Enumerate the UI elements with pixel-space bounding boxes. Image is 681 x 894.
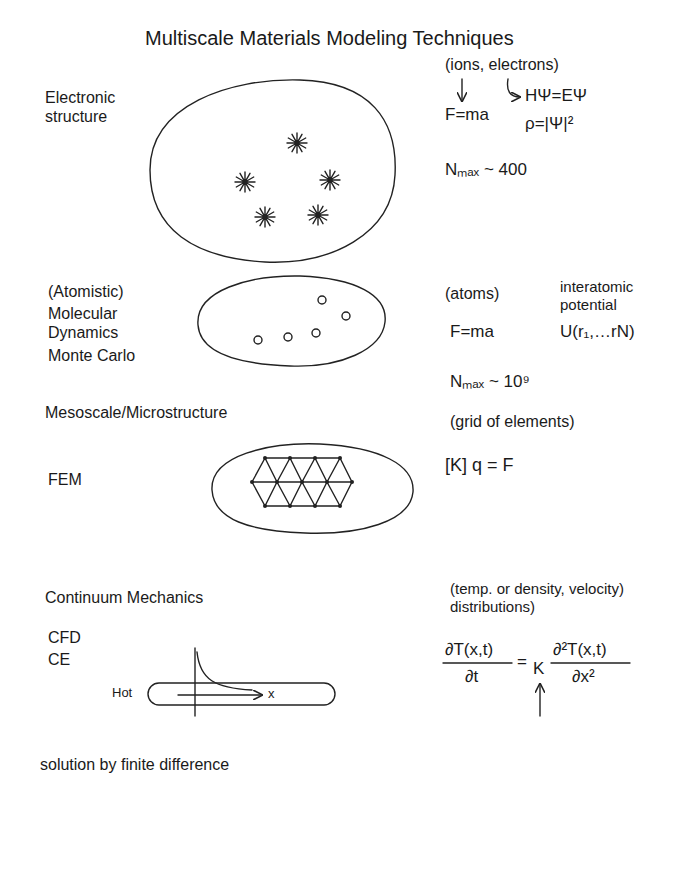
atom-circle — [318, 296, 326, 304]
formula: HΨ=EΨ — [525, 86, 587, 106]
note: (atoms) — [445, 284, 499, 303]
formula: F=ma — [450, 322, 494, 342]
rod-label: Hot — [112, 685, 132, 701]
note: interatomic potential — [560, 278, 660, 314]
atom-star — [308, 205, 328, 225]
formula: Nₘₐₓ ~ 400 — [445, 160, 527, 180]
atom-circle — [342, 312, 350, 320]
note: (grid of elements) — [450, 412, 575, 431]
formula: = — [517, 652, 527, 672]
formula: Nₘₐₓ ~ 10⁹ — [450, 372, 530, 392]
fem-mesh — [252, 458, 352, 506]
atom-circle — [312, 329, 320, 337]
formula: U(r₁,…rN) — [560, 322, 635, 342]
note: (temp. or density, velocity) distributio… — [450, 580, 660, 616]
material-blob — [198, 276, 385, 366]
section-label: (Atomistic) — [48, 282, 124, 301]
diagram-title: Multiscale Materials Modeling Techniques — [145, 26, 514, 50]
formula: ρ=|Ψ|² — [525, 114, 573, 134]
atom-star — [320, 170, 340, 190]
fraction-bar — [443, 662, 512, 663]
atom-star — [287, 133, 307, 153]
material-blob — [212, 444, 413, 533]
mesh-nodes — [250, 456, 354, 508]
formula: ∂T(x,t) — [445, 640, 493, 660]
formula: ∂t — [465, 667, 478, 687]
method-label: CFD — [48, 628, 81, 647]
method-label: FEM — [48, 470, 82, 489]
formula: ∂x² — [572, 667, 595, 687]
method-label: Monte Carlo — [48, 346, 135, 365]
axis-label: x — [268, 686, 275, 702]
temperature-axis — [194, 648, 195, 716]
note: solution by finite difference — [40, 755, 229, 774]
leader-arrow — [508, 79, 521, 97]
section-label: Electronic structure — [45, 88, 140, 126]
pointer-arrow — [539, 684, 540, 716]
method-label: CE — [48, 650, 70, 669]
section-label: Continuum Mechanics — [45, 588, 203, 607]
atom-star — [255, 207, 275, 227]
material-blob — [150, 80, 395, 262]
formula: F=ma — [445, 105, 489, 125]
formula: ∂²T(x,t) — [553, 640, 607, 660]
formula: K — [533, 659, 544, 679]
temperature-profile — [197, 652, 252, 690]
x-axis-arrow — [178, 694, 262, 695]
formula: [K] q = F — [445, 455, 514, 477]
leader-arrow — [461, 79, 462, 101]
atom-star — [235, 172, 255, 192]
atom-circle — [254, 336, 262, 344]
fraction-bar — [551, 662, 630, 663]
method-label: Molecular Dynamics — [48, 304, 136, 342]
rod — [148, 683, 335, 705]
atom-circle — [284, 333, 292, 341]
section-label: Mesoscale/Microstructure — [45, 403, 227, 422]
note: (ions, electrons) — [445, 55, 559, 74]
